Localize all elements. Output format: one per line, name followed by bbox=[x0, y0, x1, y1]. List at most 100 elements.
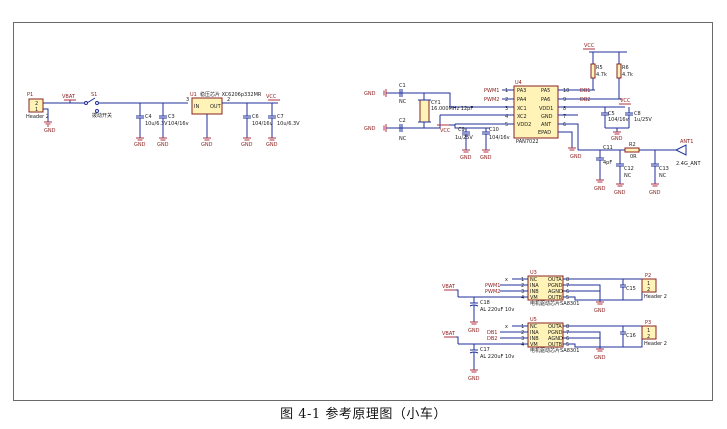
gnd-label-ldo: GND bbox=[201, 142, 213, 148]
header-p3-pin1: 1 bbox=[647, 328, 650, 334]
header-p3-body bbox=[641, 325, 657, 340]
rf-chip-u4-body bbox=[513, 85, 559, 139]
c13-ref: C13 bbox=[659, 166, 669, 172]
capacitor-c9 bbox=[462, 128, 470, 150]
header-p1-pin1-label: 1 bbox=[35, 107, 38, 113]
header-p2-pin2: 2 bbox=[647, 287, 650, 293]
gnd-label-c6: GND bbox=[241, 142, 253, 148]
gnd-label-p1: GND bbox=[44, 128, 56, 134]
gnd-symbol-c10 bbox=[482, 149, 490, 153]
u3-pin8-num: 8 bbox=[566, 277, 569, 283]
u5-nc-mark: x bbox=[505, 324, 508, 330]
crystal-value: 16.000MHz 12pF bbox=[431, 106, 473, 112]
figure-caption: 图 4-1 参考原理图（小车） bbox=[280, 407, 447, 422]
capacitor-c10 bbox=[482, 128, 490, 150]
vcc-label-vdd1: VCC bbox=[620, 98, 631, 104]
c2-nc: NC bbox=[399, 136, 407, 142]
driver-u3-ref: U3 bbox=[530, 270, 537, 276]
c2-ref: C2 bbox=[399, 118, 406, 124]
r6-ref: R6 bbox=[622, 65, 629, 71]
c17-value: AL 220uF 10v bbox=[480, 354, 514, 360]
switch-lever bbox=[86, 97, 96, 104]
gnd-symbol-u5 bbox=[596, 348, 604, 352]
ldo-u1-desc: 稳压芯片 XC6206p332MR bbox=[200, 91, 262, 98]
vbat-label: VBAT bbox=[62, 94, 76, 100]
u4-pin-pa6: PA6 bbox=[541, 97, 550, 103]
capacitor-c6 bbox=[243, 103, 251, 138]
u3-pin-pgnd: PGND bbox=[548, 283, 563, 289]
c4-ref: C4 bbox=[145, 114, 152, 120]
gnd-label-u5: GND bbox=[594, 355, 606, 361]
u4-pin8-num: 8 bbox=[563, 106, 566, 112]
ldo-pin3-num: 3 bbox=[186, 97, 189, 103]
switch-contact-c bbox=[95, 109, 99, 113]
c1-nc: NC bbox=[399, 99, 407, 105]
capacitor-c8 bbox=[625, 107, 633, 128]
u4-pin4-num: 4 bbox=[505, 114, 508, 120]
driver-u3-body bbox=[527, 275, 564, 301]
vbat-label-u3: VBAT bbox=[442, 284, 456, 290]
u4-pin-pa3: PA3 bbox=[517, 88, 526, 94]
gnd-label-vdd1: GND bbox=[611, 136, 623, 142]
u5-pin7-num: 7 bbox=[566, 330, 569, 336]
c9-value: 1u/25V bbox=[455, 135, 473, 141]
header-p1-name: Header 2 bbox=[26, 114, 49, 120]
header-p1-ref: P1 bbox=[27, 92, 33, 98]
net-pwm1-label: PWM1 bbox=[484, 88, 499, 94]
antenna-symbol bbox=[674, 144, 687, 156]
c5-ref: C5 bbox=[608, 111, 615, 117]
switch-ref: S1 bbox=[91, 92, 97, 98]
driver-u3-desc: 电机驱动芯片SA8301 bbox=[530, 300, 579, 307]
gnd-label-u3-cap: GND bbox=[468, 328, 480, 334]
ldo-pin-in: IN bbox=[194, 104, 199, 110]
c7-ref: C7 bbox=[277, 114, 284, 120]
r2-value: 0R bbox=[630, 154, 637, 160]
c7-value: 10u/6.3V bbox=[277, 121, 300, 127]
gnd-symbol-c4 bbox=[136, 137, 144, 141]
gnd-symbol-c12 bbox=[616, 183, 624, 187]
c5-value: 104/16v bbox=[608, 117, 629, 123]
u5-pin-pgnd: PGND bbox=[548, 330, 563, 336]
r2-ref: R2 bbox=[629, 142, 636, 148]
wire-xc1-top bbox=[386, 92, 451, 107]
u5-pin-ina: INA bbox=[530, 330, 539, 336]
driver-u5-ref: U5 bbox=[530, 317, 537, 323]
antenna-value: 2.4G_ANT bbox=[676, 161, 701, 167]
resistor-r6 bbox=[616, 63, 622, 79]
gnd-symbol-epad bbox=[568, 147, 576, 151]
u5-pin1-num: 1 bbox=[521, 324, 524, 330]
switch-desc: 拨动开关 bbox=[92, 112, 112, 119]
u5-in2-net: DB2 bbox=[487, 336, 497, 342]
gnd-label-c1: GND bbox=[364, 91, 376, 97]
c11-ref: C11 bbox=[603, 145, 613, 151]
vcc-label-rf-top: VCC bbox=[584, 43, 595, 49]
c18-ref: C18 bbox=[480, 300, 490, 306]
resistor-r5 bbox=[590, 63, 596, 79]
header-p1-body bbox=[28, 98, 44, 113]
gnd-symbol-c9 bbox=[462, 149, 470, 153]
header-p1-pin2-label: 2 bbox=[35, 101, 38, 107]
u3-pin-outb: OUTB bbox=[548, 295, 563, 301]
gnd-label-c13: GND bbox=[649, 190, 661, 196]
header-p3-name: Header 2 bbox=[644, 341, 667, 347]
u3-pin-ina: INA bbox=[530, 283, 539, 289]
u3-pin-inb: INB bbox=[530, 289, 539, 295]
u4-pin9-num: 9 bbox=[563, 97, 566, 103]
u4-pin-epad: EPAD bbox=[538, 130, 551, 136]
u3-pin2-num: 2 bbox=[521, 283, 524, 289]
net-pwm2-label: PWM2 bbox=[484, 97, 499, 103]
u3-pin4-num: 4 bbox=[521, 295, 524, 301]
u5-pin-agnd: AGND bbox=[548, 336, 563, 342]
u5-pin-outb: OUTB bbox=[548, 342, 563, 348]
motor-driver-1: U3 电机驱动芯片SA8301 NC INA INB VM OUTA PGND … bbox=[442, 270, 667, 334]
schematic-drawing: P1 2 1 Header 2 GND VBAT S1 拨动开关 C4 10u/… bbox=[26, 43, 701, 382]
c12-ref: C12 bbox=[624, 166, 634, 172]
wire-epad-gnd bbox=[558, 131, 573, 148]
u4-pin5-num: 5 bbox=[505, 122, 508, 128]
c1-ref: C1 bbox=[399, 83, 406, 89]
u5-pin5-num: 5 bbox=[566, 342, 569, 348]
u4-pin-xc1: XC1 bbox=[517, 106, 527, 112]
capacitor-c11 bbox=[596, 150, 604, 180]
gnd-label-c3: GND bbox=[157, 142, 169, 148]
u3-in1-net: PWM1 bbox=[485, 283, 500, 289]
